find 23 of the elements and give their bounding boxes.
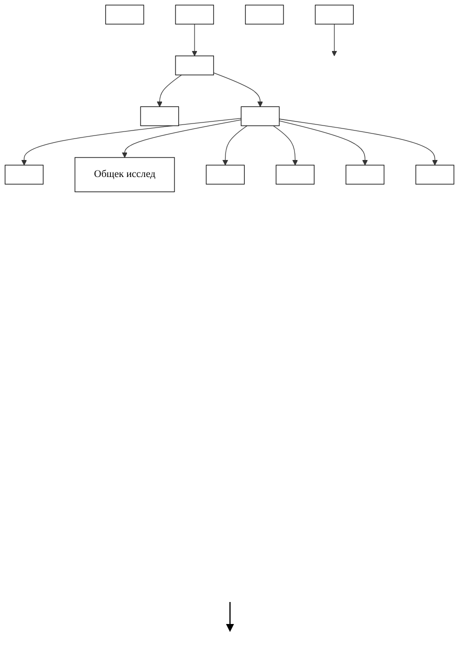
arrow <box>272 125 298 166</box>
node-box <box>140 106 179 126</box>
arrow <box>213 72 263 107</box>
arrow <box>122 119 242 158</box>
arrow <box>192 24 198 56</box>
arrow <box>278 120 368 166</box>
node-box <box>346 164 384 184</box>
node-box <box>4 164 44 184</box>
node-box <box>175 56 214 76</box>
node-box: Общек исслед <box>74 157 175 192</box>
node-box <box>240 106 280 126</box>
arrow <box>156 74 182 107</box>
node-box <box>175 4 214 24</box>
arrow <box>278 118 438 166</box>
node-box <box>415 164 454 184</box>
arrow <box>21 118 242 166</box>
node-box <box>276 164 314 184</box>
node-box <box>206 164 245 184</box>
arrow <box>332 24 338 56</box>
arrow <box>222 125 248 166</box>
node-box <box>105 4 144 24</box>
node-box <box>245 4 284 24</box>
node-box <box>314 4 354 24</box>
